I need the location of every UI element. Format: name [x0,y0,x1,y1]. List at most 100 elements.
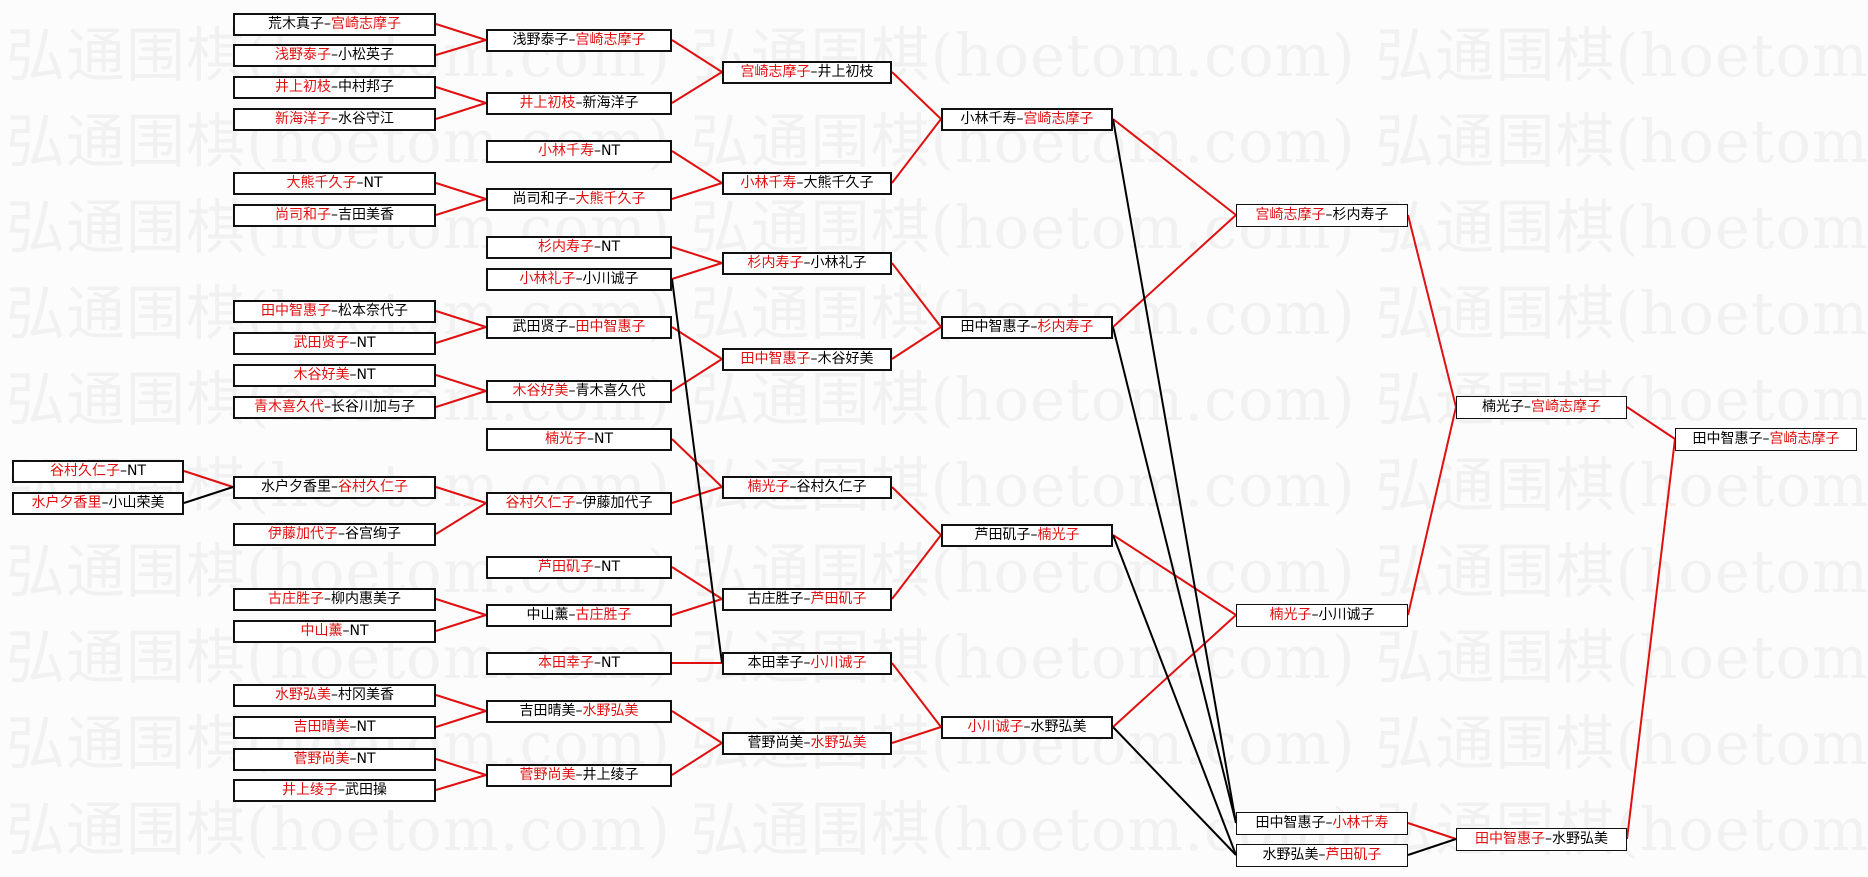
player-2-name: NT [356,366,376,383]
match-box-r2q: 菅野尚美–NT [233,747,436,771]
player-1-name: 田中智惠子 [740,350,811,367]
vs-separator: – [324,15,331,32]
vs-separator: – [349,718,357,735]
match-box-r6a: 宫崎志摩子–杉内寿子 [1236,203,1408,227]
player-1-name: 谷村久仁子 [49,462,120,479]
match-box-r5d: 小川诚子–水野弘美 [941,715,1113,739]
player-1-name: 木谷好美 [293,366,350,383]
repechage-line-r3f-r4g [671,278,723,664]
advance-line-r3o-r4h [671,742,723,776]
match-box-r4h: 菅野尚美–水野弘美 [722,731,892,755]
vs-separator: – [593,654,601,671]
player-2-name: 水野弘美 [810,734,867,751]
player-2-name: NT [356,718,376,735]
match-box-r2m: 古庄胜子–柳内惠美子 [233,587,436,611]
match-box-r3b: 井上初枝–新海洋子 [486,91,672,115]
match-box-r5c: 芦田矶子–楠光子 [941,523,1113,547]
advance-line-r4c-r5b [891,262,942,328]
player-2-name: 水野弘美 [1030,718,1087,735]
match-box-r2b: 浅野泰子–小松英子 [233,43,436,67]
match-box-r4c: 杉内寿子–小林礼子 [722,251,892,275]
player-2-name: 柳内惠美子 [331,590,401,607]
advance-line-r6a-r7a [1407,214,1457,408]
player-2-name: 吉田美香 [338,206,394,223]
player-1-name: 水户夕香里 [31,494,102,511]
match-box-r2h: 武田贤子–NT [233,331,436,355]
player-2-name: 中村邦子 [338,78,394,95]
player-2-name: 小川诚子 [1318,606,1375,623]
player-2-name: 长谷川加与子 [331,398,415,415]
advance-line-r2m-r3l [435,598,487,616]
vs-separator: – [1318,846,1326,863]
vs-separator: – [568,190,576,207]
repechage-line-r5a-r6c [1112,118,1237,824]
player-2-name: 松本奈代子 [338,302,408,319]
player-2-name: 小林礼子 [810,254,867,271]
vs-separator: – [338,525,345,542]
vs-separator: – [593,238,601,255]
vs-separator: – [1311,606,1319,623]
advance-line-r4f-r5c [891,534,942,600]
player-1-name: 井上初枝 [519,94,576,111]
player-1-name: 水野弘美 [1262,846,1319,863]
match-box-r3j: 谷村久仁子–伊藤加代子 [486,491,672,515]
advance-line-r7a-r8a [1626,406,1676,440]
advance-line-r3g-r4d [671,326,723,360]
match-box-r4e: 楠光子–谷村久仁子 [722,475,892,499]
player-1-name: 小川诚子 [967,718,1024,735]
player-2-name: 青木喜久代 [575,382,646,399]
vs-separator: – [349,750,357,767]
vs-separator: – [789,478,797,495]
vs-separator: – [331,478,338,495]
match-box-r4d: 田中智惠子–木谷好美 [722,347,892,371]
vs-separator: – [810,350,818,367]
player-1-name: 宫崎志摩子 [740,63,811,80]
player-2-name: 小松英子 [338,46,394,63]
match-box-r4a: 宫崎志摩子–井上初枝 [722,60,892,84]
vs-separator: – [1030,318,1038,335]
vs-separator: – [1762,430,1770,447]
match-box-r3c: 小林千寿–NT [486,139,672,163]
advance-line-r4b-r5a [891,118,942,184]
match-box-r3i: 楠光子–NT [486,427,672,451]
player-1-name: 水户夕香里 [261,478,331,495]
advance-line-r4a-r5a [891,71,942,120]
advance-line-r5b-r6a [1112,214,1237,328]
player-2-name: 宫崎志摩子 [1531,398,1601,415]
advance-line-r3a-r4a [671,39,723,73]
player-1-name: 芦田矶子 [974,526,1031,543]
player-2-name: NT [593,430,614,447]
vs-separator: – [324,590,331,607]
match-box-r4g: 本田幸子–小川诚子 [722,651,892,675]
advance-line-r2p-r3n [435,710,487,728]
advance-line-r7b-r8a [1626,438,1676,840]
match-box-r3o: 菅野尚美–井上绫子 [486,763,672,787]
match-box-r3e: 杉内寿子–NT [486,235,672,259]
advance-line-r2i-r3h [435,374,487,392]
vs-separator: – [101,494,109,511]
player-1-name: 菅野尚美 [747,734,804,751]
player-1-name: 中山薰 [300,622,343,639]
advance-line-r2l-r3j [435,502,487,535]
vs-separator: – [331,206,338,223]
advance-line-r4e-r5c [891,486,942,536]
match-box-r4f: 古庄胜子–芦田矶子 [722,587,892,611]
match-box-r2a: 荒木真子–宫崎志摩子 [233,12,436,36]
advance-line-r2r-r3o [435,774,487,791]
vs-separator: – [568,31,576,48]
match-box-r6b: 楠光子–小川诚子 [1236,603,1408,627]
vs-separator: – [586,430,594,447]
advance-line-r3d-r4b [671,182,723,200]
player-2-name: NT [600,238,621,255]
repechage-line-r5d-r6d [1112,726,1237,856]
player-2-name: 谷村久仁子 [338,478,408,495]
vs-separator: – [575,702,583,719]
advance-line-r3h-r4d [671,358,723,392]
player-2-name: 杉内寿子 [1332,206,1389,223]
match-box-r3f: 小林礼子–小川诚子 [486,267,672,291]
player-1-name: 水野弘美 [275,686,331,703]
player-1-name: 楠光子 [1269,606,1312,623]
match-box-r3h: 木谷好美–青木喜久代 [486,379,672,403]
player-2-name: 小山荣美 [108,494,165,511]
player-1-name: 菅野尚美 [293,750,350,767]
